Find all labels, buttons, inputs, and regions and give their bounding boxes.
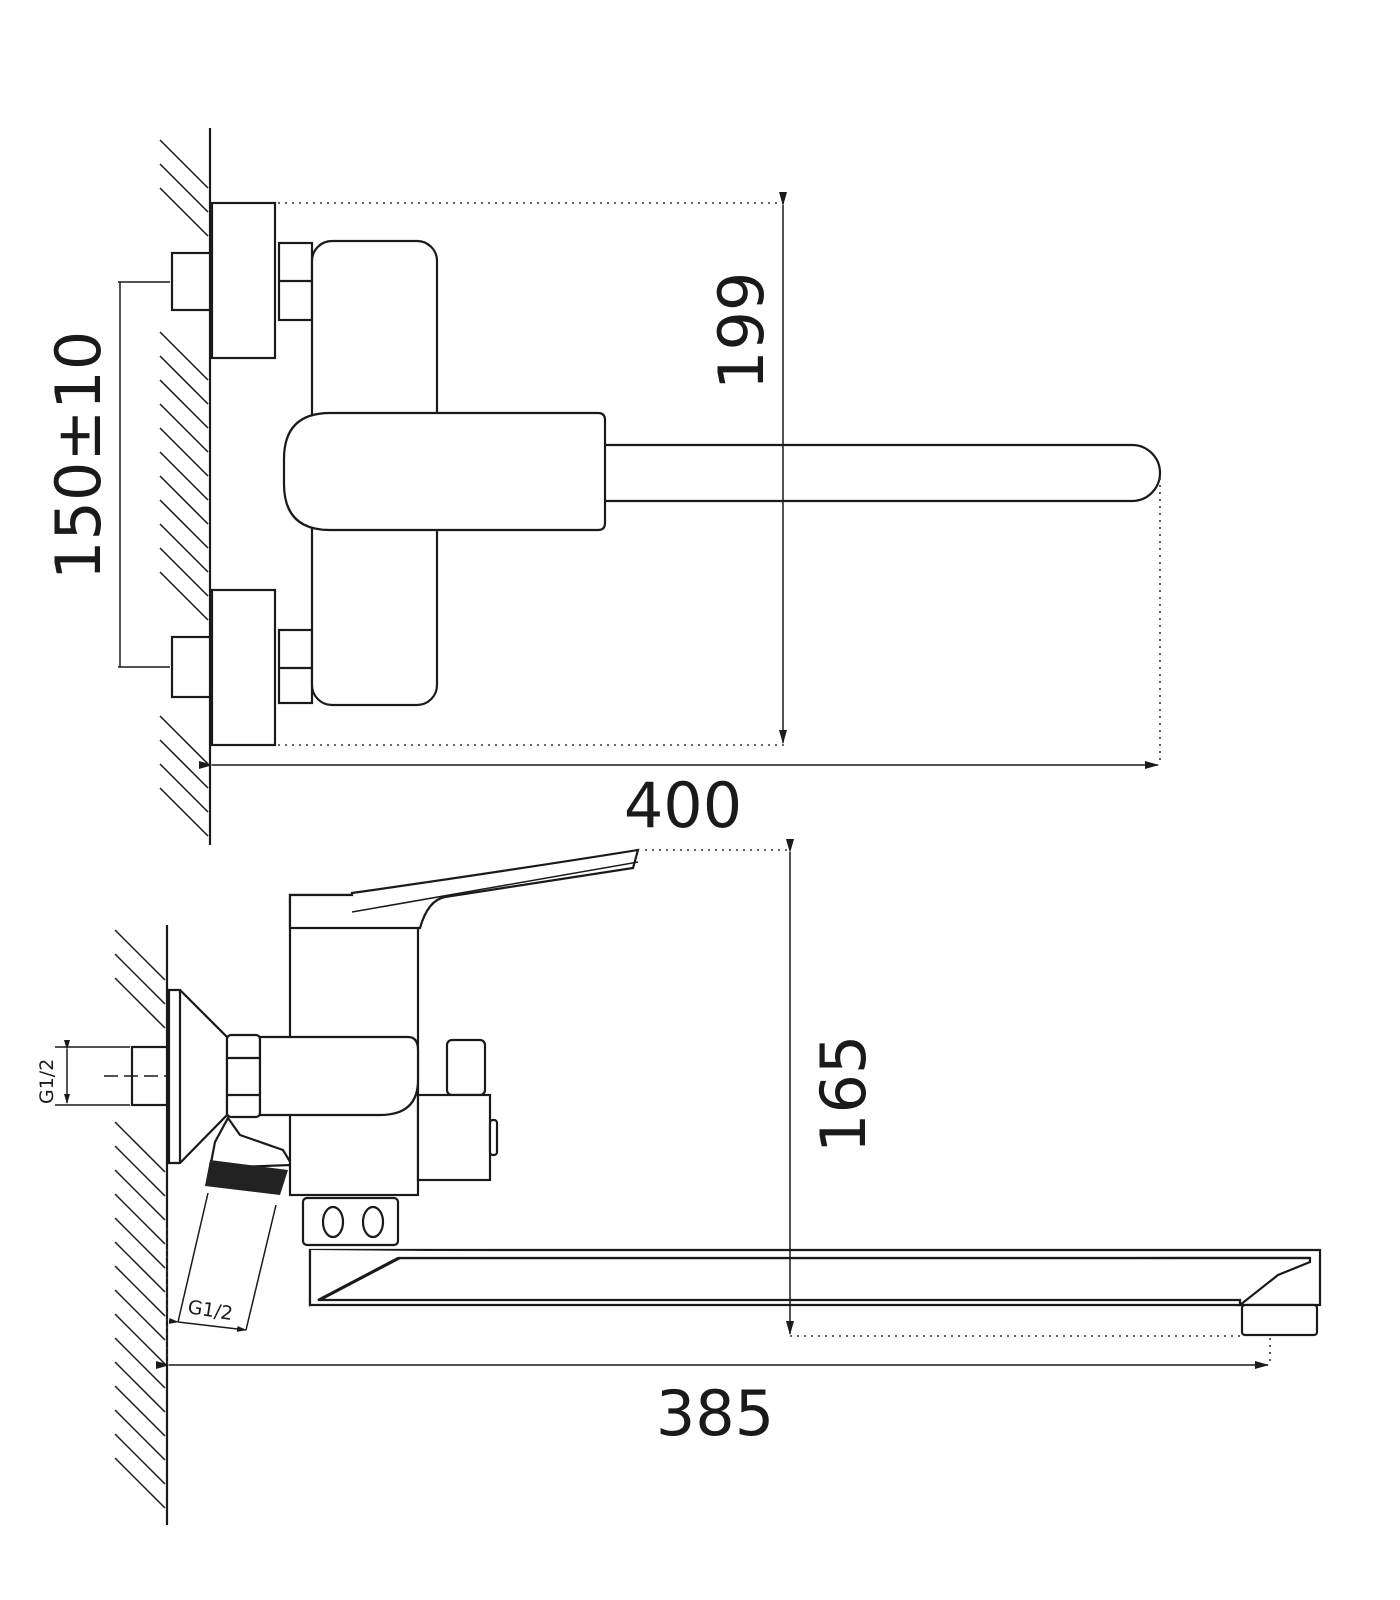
wall-hatching: [159, 139, 209, 837]
hatch-line: [114, 1313, 166, 1365]
upper-flange: [210, 201, 277, 360]
spout-top-view: [598, 443, 1162, 503]
hatch-line: [114, 1457, 166, 1509]
dimension-165-label: 165: [807, 1035, 880, 1153]
hatch-line: [114, 1121, 166, 1173]
hatch-line: [114, 977, 166, 1029]
lower-nut: [277, 628, 314, 705]
hatch-line: [159, 475, 209, 525]
hatch-line: [114, 1361, 166, 1413]
mixer-crossbar: [258, 1035, 420, 1117]
hatch-line: [159, 187, 209, 237]
hatch-line: [114, 1433, 166, 1485]
hatch-line: [159, 571, 209, 621]
hatch-line: [159, 715, 209, 765]
hatch-line: [114, 1265, 166, 1317]
hatch-line: [114, 1145, 166, 1197]
lever-handle-side: [288, 848, 640, 930]
hatch-line: [159, 403, 209, 453]
hatch-line: [159, 739, 209, 789]
aerator: [1240, 1303, 1319, 1337]
hatch-line: [159, 763, 209, 813]
lever-handle-top: [282, 411, 607, 532]
hatch-line: [159, 523, 209, 573]
diverter-knob: [445, 1038, 487, 1097]
hatch-line: [114, 1337, 166, 1389]
hatch-line: [159, 547, 209, 597]
hatch-line: [159, 451, 209, 501]
hatch-line: [159, 163, 209, 213]
side-view: G1/2 G1/2: [36, 839, 1322, 1525]
wall-hatching: [114, 929, 166, 1509]
hatch-line: [114, 929, 166, 981]
hatch-line: [114, 1169, 166, 1221]
inlet-thread-label: G1/2: [36, 1059, 58, 1104]
hose-thread: [205, 1160, 288, 1195]
hatch-line: [159, 355, 209, 405]
dimension-199-label: 199: [705, 272, 778, 390]
lower-flange: [210, 588, 277, 747]
lower-inlet-pipe: [170, 635, 212, 699]
hatch-line: [159, 331, 209, 381]
upper-inlet-pipe: [170, 251, 212, 312]
diverter-housing: [416, 1093, 492, 1182]
hatch-line: [159, 379, 209, 429]
connection-nut: [225, 1033, 262, 1119]
dimension-400-label: 400: [624, 769, 742, 842]
hatch-line: [159, 139, 209, 189]
dimension-150-label: 150±10: [42, 331, 115, 580]
outlet-thread-label: G1/2: [186, 1296, 234, 1325]
hatch-line: [114, 953, 166, 1005]
hatch-line: [114, 1193, 166, 1245]
hatch-line: [114, 1385, 166, 1437]
hose-connector: [208, 1115, 294, 1170]
dimension-385-label: 385: [656, 1377, 774, 1450]
hatch-line: [114, 1217, 166, 1269]
hatch-line: [159, 787, 209, 837]
hatch-line: [114, 1409, 166, 1461]
top-view: 199 150±10 400: [42, 128, 1162, 845]
hatch-line: [159, 499, 209, 549]
hatch-line: [114, 1289, 166, 1341]
hatch-line: [114, 1241, 166, 1293]
hatch-line: [159, 427, 209, 477]
